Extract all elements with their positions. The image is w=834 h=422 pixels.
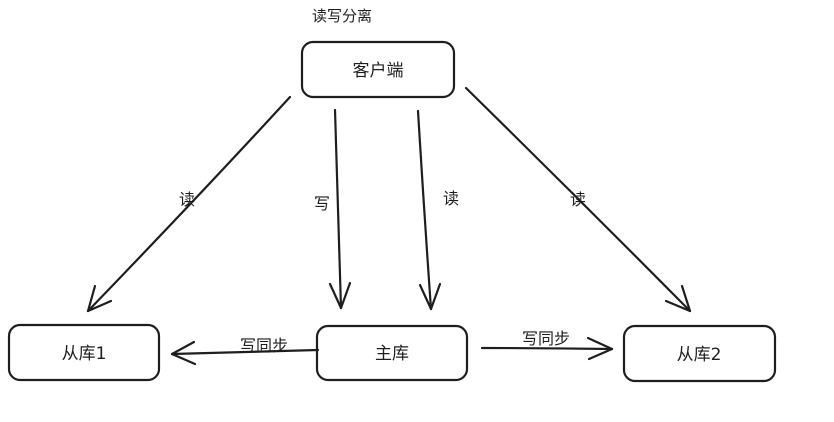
edge-master-to-slave1 xyxy=(170,340,320,366)
edge-master-to-slave2-label: 写同步 xyxy=(522,329,570,348)
node-slave1: 从库1 xyxy=(7,323,161,382)
node-slave2: 从库2 xyxy=(622,324,777,383)
edge-client-to-master-read-label: 读 xyxy=(443,189,459,208)
edge-client-to-master-read xyxy=(416,109,442,311)
node-master-label: 主库 xyxy=(375,344,409,364)
node-client: 客户端 xyxy=(300,40,456,99)
node-client-label: 客户端 xyxy=(353,61,404,81)
edge-client-to-slave2 xyxy=(464,86,692,313)
diagram-title: 读写分离 xyxy=(312,7,372,25)
node-slave2-label: 从库2 xyxy=(677,345,722,365)
edge-client-to-master-write xyxy=(328,108,352,310)
edge-client-to-slave1-label: 读 xyxy=(179,190,195,209)
edge-client-to-master-write-label: 写 xyxy=(314,194,330,213)
edge-master-to-slave2 xyxy=(480,336,614,361)
edge-client-to-slave2-label: 读 xyxy=(570,190,586,209)
edge-master-to-slave1-label: 写同步 xyxy=(240,336,288,355)
node-master: 主库 xyxy=(315,324,469,382)
node-slave1-label: 从库1 xyxy=(62,344,107,364)
edge-client-to-slave1 xyxy=(86,95,292,313)
